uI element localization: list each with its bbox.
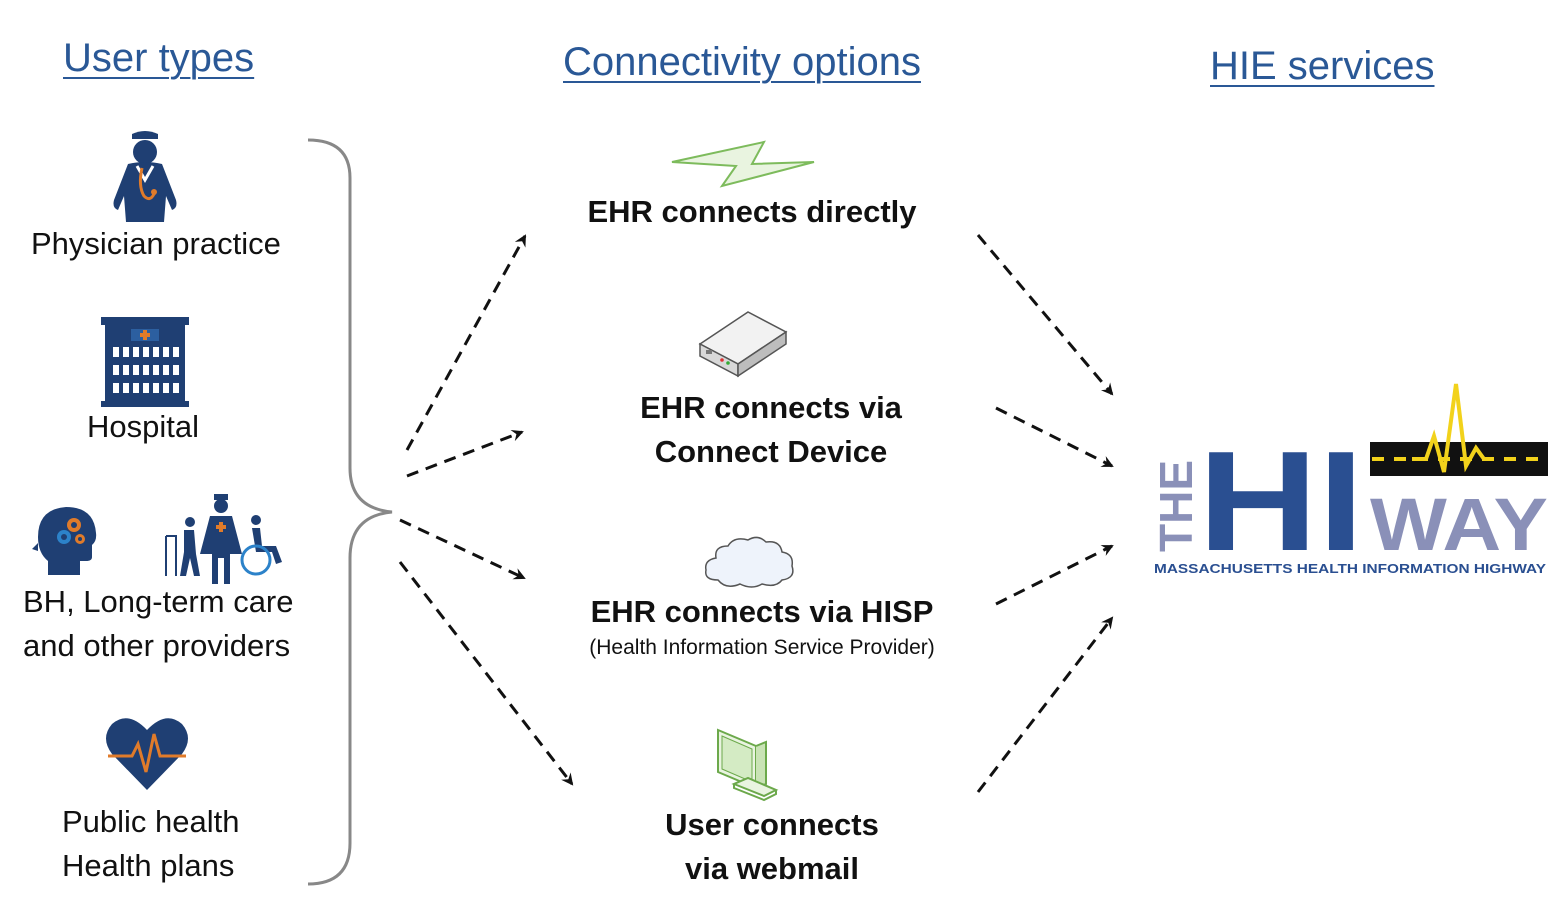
- logo-tagline: MASSACHUSETTS HEALTH INFORMATION HIGHWAY: [1154, 562, 1547, 576]
- physician-practice-label: Physician practice: [31, 226, 281, 261]
- device-box-icon: [698, 311, 788, 378]
- bh-ltc-label-line2: and other providers: [23, 628, 291, 663]
- hie-services-heading: HIE services: [1210, 44, 1435, 88]
- arrow-to-hisp: [399, 518, 526, 580]
- heart-pulse-icon: [106, 718, 188, 790]
- lightning-icon: [671, 140, 815, 188]
- bh-ltc-label-line1: BH, Long-term care: [23, 584, 294, 619]
- logo-the-text: THE: [1150, 460, 1202, 552]
- hospital-icon: [101, 317, 189, 407]
- webmail-label-line2: via webmail: [684, 851, 860, 886]
- caregivers-icon: [165, 494, 282, 584]
- arrow-to-webmail: [398, 561, 574, 786]
- logo-hi-text: HI: [1198, 422, 1364, 581]
- ehr-device-label-line1: EHR connects via: [640, 390, 902, 425]
- hospital-label: Hospital: [87, 409, 199, 444]
- hiway-logo: THE HI WAY MASSACHUSETTS HEALTH INFORMAT…: [1150, 383, 1548, 581]
- user-types-heading: User types: [63, 36, 255, 80]
- arrow-device-to-hiway: [995, 406, 1114, 468]
- grouping-brace: [307, 138, 393, 886]
- ehr-hisp-label: EHR connects via HISP: [590, 594, 934, 629]
- cloud-icon: [704, 536, 794, 588]
- logo-way-text: WAY: [1370, 483, 1548, 566]
- health-plans-label: Health plans: [62, 848, 235, 883]
- arrow-webmail-to-hiway: [976, 616, 1114, 793]
- brain-gears-icon: [32, 507, 97, 575]
- monitor-icon: [717, 728, 779, 802]
- hisp-expansion-label: (Health Information Service Provider): [589, 636, 935, 659]
- public-health-label: Public health: [62, 804, 240, 839]
- arrow-direct-to-hiway: [976, 234, 1114, 396]
- arrow-to-direct: [405, 234, 527, 451]
- physician-icon: [113, 131, 177, 222]
- arrow-hisp-to-hiway: [995, 544, 1114, 606]
- connectivity-options-heading: Connectivity options: [563, 40, 921, 84]
- arrow-to-device: [406, 429, 524, 478]
- ehr-device-label-line2: Connect Device: [654, 434, 888, 469]
- webmail-label-line1: User connects: [665, 807, 879, 842]
- ehr-direct-label: EHR connects directly: [587, 194, 917, 229]
